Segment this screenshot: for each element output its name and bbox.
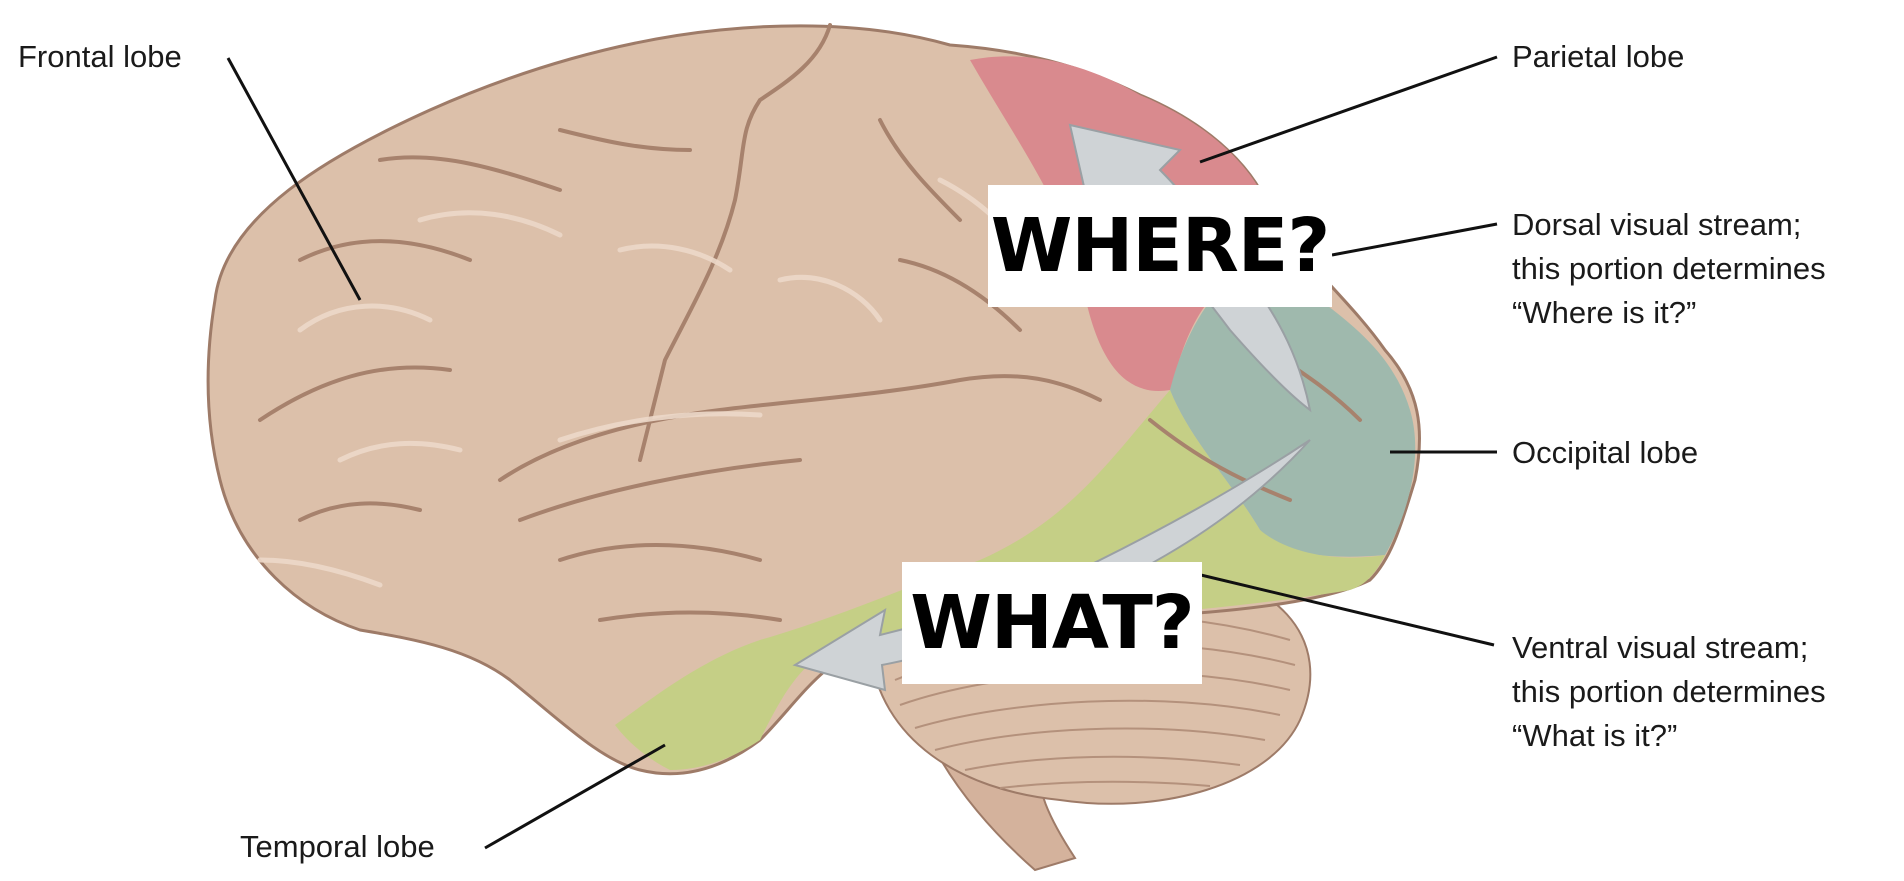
label-temporal-lobe: Temporal lobe [240, 825, 435, 869]
label-dorsal-stream: Dorsal visual stream; this portion deter… [1512, 203, 1826, 335]
where-callout: WHERE? [988, 185, 1332, 307]
leader-dorsal [1332, 224, 1497, 255]
label-parietal-lobe: Parietal lobe [1512, 35, 1684, 79]
label-occipital-lobe: Occipital lobe [1512, 431, 1698, 475]
where-callout-text: WHERE? [991, 203, 1330, 289]
leader-parietal [1200, 57, 1497, 162]
what-callout: WHAT? [902, 562, 1202, 684]
label-ventral-stream: Ventral visual stream; this portion dete… [1512, 626, 1826, 758]
label-frontal-lobe: Frontal lobe [18, 35, 182, 79]
leader-temporal [485, 745, 665, 848]
what-callout-text: WHAT? [910, 580, 1193, 666]
